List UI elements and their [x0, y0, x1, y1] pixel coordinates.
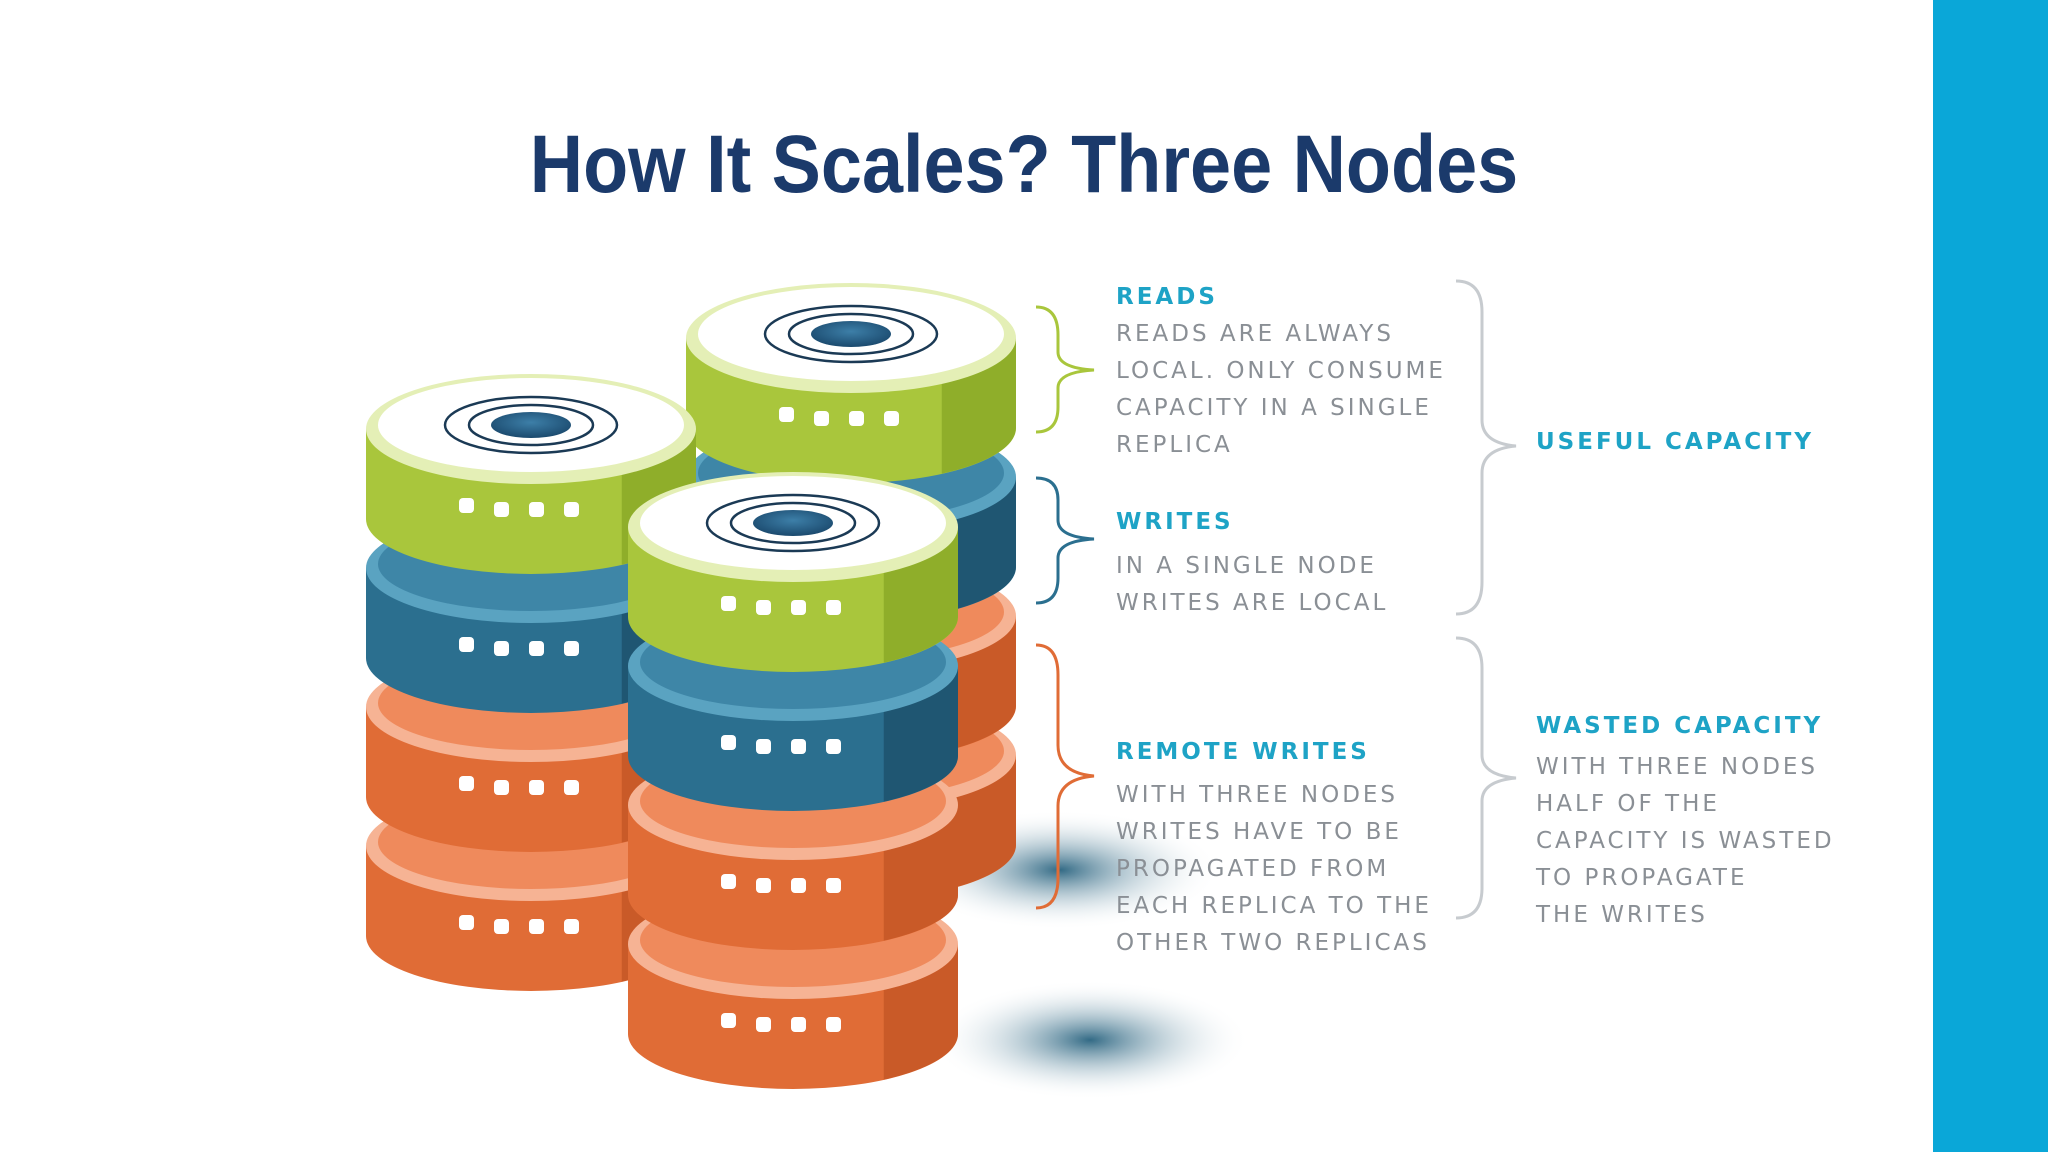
indicator-light — [826, 878, 841, 893]
indicator-light — [494, 919, 509, 934]
indicator-light — [826, 1017, 841, 1032]
indicator-light — [756, 600, 771, 615]
reads-line: LOCAL. ONLY CONSUME — [1116, 358, 1446, 384]
slide-title: How It Scales? Three Nodes — [529, 119, 1519, 210]
remote-writes-description: WITH THREE NODES WRITES HAVE TO BE PROPA… — [1116, 777, 1432, 962]
target-icon — [443, 395, 619, 455]
remote-writes-line: WRITES HAVE TO BE — [1116, 819, 1402, 845]
indicator-light — [884, 411, 899, 426]
database-stack-node-3 — [628, 472, 958, 1089]
writes-description: IN A SINGLE NODE WRITES ARE LOCAL — [1116, 548, 1388, 622]
bracket-writes — [1035, 476, 1095, 605]
target-icon — [763, 304, 939, 364]
accent-bar — [1933, 0, 2048, 1152]
indicator-light — [849, 411, 864, 426]
remote-writes-heading: REMOTE WRITES — [1116, 739, 1370, 765]
reads-description: READS ARE ALWAYS LOCAL. ONLY CONSUME CAP… — [1116, 316, 1446, 464]
indicator-light — [564, 502, 579, 517]
database-stack-node-1 — [366, 374, 696, 991]
indicator-light — [494, 641, 509, 656]
disk-green — [366, 374, 696, 574]
indicator-light — [494, 780, 509, 795]
indicator-light — [459, 637, 474, 652]
indicator-light — [756, 739, 771, 754]
reads-line: CAPACITY IN A SINGLE — [1116, 395, 1432, 421]
bracket-useful-capacity — [1455, 279, 1517, 616]
reads-line: REPLICA — [1116, 432, 1233, 458]
wasted-capacity-line: TO PROPAGATE — [1536, 865, 1748, 891]
indicator-light — [791, 739, 806, 754]
bracket-wasted-capacity — [1455, 636, 1517, 920]
remote-writes-line: OTHER TWO REPLICAS — [1116, 930, 1430, 956]
writes-line: IN A SINGLE NODE — [1116, 553, 1377, 579]
wasted-capacity-line: THE WRITES — [1536, 902, 1708, 928]
indicator-light — [564, 919, 579, 934]
remote-writes-line: EACH REPLICA TO THE — [1116, 893, 1432, 919]
disk-green — [686, 283, 1016, 483]
indicator-light — [459, 498, 474, 513]
indicator-light — [721, 1013, 736, 1028]
indicator-light — [529, 919, 544, 934]
reads-line: READS ARE ALWAYS — [1116, 321, 1394, 347]
wasted-capacity-line: WITH THREE NODES — [1536, 754, 1819, 780]
wasted-capacity-line: HALF OF THE — [1536, 791, 1720, 817]
indicator-light — [564, 641, 579, 656]
indicator-light — [791, 878, 806, 893]
indicator-light — [756, 1017, 771, 1032]
target-icon — [705, 493, 881, 553]
indicator-light — [459, 915, 474, 930]
indicator-light — [779, 407, 794, 422]
bracket-remote-writes — [1035, 643, 1095, 910]
remote-writes-line: PROPAGATED FROM — [1116, 856, 1390, 882]
writes-heading: WRITES — [1116, 509, 1234, 535]
reads-heading: READS — [1116, 284, 1218, 310]
wasted-capacity-heading: WASTED CAPACITY — [1536, 713, 1824, 739]
indicator-light — [791, 600, 806, 615]
indicator-light — [529, 502, 544, 517]
writes-line: WRITES ARE LOCAL — [1116, 590, 1389, 616]
indicator-light — [791, 1017, 806, 1032]
indicator-light — [529, 780, 544, 795]
indicator-light — [564, 780, 579, 795]
remote-writes-line: WITH THREE NODES — [1116, 782, 1399, 808]
useful-capacity-heading: USEFUL CAPACITY — [1536, 429, 1815, 455]
indicator-light — [459, 776, 474, 791]
wasted-capacity-description: WITH THREE NODES HALF OF THE CAPACITY IS… — [1536, 749, 1835, 934]
disk-green — [628, 472, 958, 672]
indicator-light — [721, 596, 736, 611]
wasted-capacity-line: CAPACITY IS WASTED — [1536, 828, 1835, 854]
indicator-light — [826, 600, 841, 615]
indicator-light — [529, 641, 544, 656]
indicator-light — [494, 502, 509, 517]
indicator-light — [814, 411, 829, 426]
bracket-reads — [1035, 305, 1095, 434]
indicator-light — [721, 874, 736, 889]
indicator-light — [756, 878, 771, 893]
indicator-light — [721, 735, 736, 750]
indicator-light — [826, 739, 841, 754]
